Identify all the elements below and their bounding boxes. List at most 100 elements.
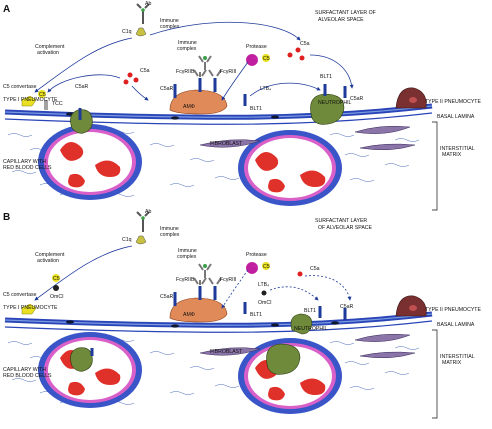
fcgriii-label: FcγRIII (220, 69, 236, 75)
neutrophil-left (70, 109, 93, 134)
receptor-icon (323, 84, 347, 98)
complement-arrow (34, 37, 133, 93)
surfactant-label: SURFACTANT LAYER (315, 218, 367, 224)
c5ar-label: C5aR (75, 84, 89, 90)
c5-icon (38, 90, 46, 98)
tcc-icon (44, 100, 48, 110)
protease-icon (246, 261, 258, 274)
complement-label: activation (37, 258, 59, 264)
capillary-label: RED BLOOD CELLS (3, 373, 52, 379)
interstitial-label: MATRIX (442, 360, 462, 366)
protease-icon (246, 53, 258, 66)
c5a-label: C5a (310, 266, 320, 272)
immune-complex-label: complex (177, 254, 197, 260)
c5-convertase-icon (21, 303, 37, 315)
protease-label: Protease (246, 44, 267, 50)
c5a-arrow (309, 54, 354, 89)
type2-label: TYPE II PNEUMOCYTE (425, 307, 481, 313)
capillary-label: CAPILLARY WITH (3, 367, 46, 373)
blt1-label: BLT1 (320, 74, 332, 80)
macrophage-label: AMΦ (183, 104, 195, 110)
c5a-molecules (123, 72, 139, 85)
omci-icon (53, 285, 59, 291)
ab-label: Ab (145, 209, 151, 215)
c5-icon (262, 262, 270, 270)
blt1-label: BLT1 (250, 106, 262, 112)
panel-b: B SURFACTANT LAYER OF ALVEOLAR SPACE Ab … (3, 209, 481, 418)
complement-arrow (34, 245, 133, 301)
immune-complex-label: Immune (160, 18, 179, 24)
immune-complex-label: Immune (160, 226, 179, 232)
immune-complex-label: Immune (178, 248, 197, 254)
ab-label: Ab (145, 1, 151, 7)
type2-label: TYPE II PNEUMOCYTE (425, 99, 481, 105)
c5-label: C5 (39, 92, 46, 98)
neutrophil-right (310, 93, 345, 125)
c5a-arrow (304, 275, 352, 301)
capillary-label: CAPILLARY WITH (3, 159, 46, 165)
panel-letter: A (3, 4, 10, 15)
c5-icon (52, 274, 60, 282)
complement-label: Complement (35, 252, 65, 258)
c5ar-label: C5aR (160, 294, 174, 300)
interstitial-label: INTERSTITIAL (440, 354, 475, 360)
c5ar-label: C5aR (160, 86, 174, 92)
c5-convertase-label: C5 convertase (3, 292, 37, 298)
blt1-label: BLT1 (304, 308, 316, 314)
basal-lamina-label: BASAL LAMINA (437, 114, 475, 120)
c5-label: C5 (53, 276, 60, 282)
fibroblast-label: FIBROBLAST (210, 141, 243, 147)
macrophage (169, 89, 228, 115)
c5-convertase-icon (21, 95, 37, 107)
c5a-label: C5a (300, 41, 310, 47)
c5a-molecules (287, 47, 305, 61)
macrophage (169, 297, 228, 323)
basal-lamina-label: BASAL LAMINA (437, 322, 475, 328)
ltb4-arrow (249, 82, 321, 97)
c1q-label: C1q (122, 237, 132, 243)
neutrophil-label: NEUTROPHIL (318, 100, 352, 106)
c5-convertase-label: C5 convertase (3, 84, 37, 90)
fcgriib-label: FcγRIIB (176, 277, 195, 283)
c5-label: C5 (263, 264, 270, 270)
surfactant-label: SURFACTANT LAYER OF (315, 10, 376, 16)
receptor-icon (173, 286, 217, 306)
fcgriib-label: FcγRIIB (176, 69, 195, 75)
c5a-label: C5a (140, 68, 150, 74)
c5ar-label: C5aR (340, 304, 354, 310)
interstitial-label: MATRIX (442, 152, 462, 158)
antibody-icon (193, 55, 222, 77)
immune-complex-label: complex (160, 24, 180, 30)
protease-arrow (221, 61, 249, 101)
c1q-icon (135, 235, 147, 245)
surfactant-label: ALVEOLAR SPACE (318, 17, 364, 23)
c5a-to-receptor-arrow (131, 85, 149, 101)
c5-icon (262, 54, 270, 62)
tcc-label: TCC (52, 101, 63, 107)
receptor-icon (173, 78, 217, 98)
immune-complex-label: complex (177, 46, 197, 52)
panel-a: A SURFACTANT LAYER OF ALVEOLAR SPACE Ab … (3, 1, 481, 210)
protease-label: Protease (246, 252, 267, 258)
c5ar-label: C5aR (350, 96, 364, 102)
neutrophil-left (70, 347, 93, 372)
omci-icon (261, 290, 267, 296)
c1q-to-c5a-arrow (149, 21, 301, 41)
macrophage-label: AMΦ (183, 312, 195, 318)
neutrophil-right (266, 343, 301, 375)
ltb4-arrow (269, 286, 319, 301)
immune-complex-label: complex (160, 232, 180, 238)
fcgriii-label: FcγRIII (220, 277, 236, 283)
receptor-icon (318, 306, 347, 320)
type1-label: TYPE I PNEUMOCYTE (3, 97, 58, 103)
neutrophil-label: NEUTROPHIL (294, 326, 328, 332)
antibody-icon (193, 263, 222, 285)
c1q-label: C1q (122, 29, 132, 35)
c5a-arrow (47, 74, 121, 93)
blt1-label: BLT1 (250, 312, 262, 318)
c5a-molecules (297, 271, 303, 277)
interstitial-label: INTERSTITIAL (440, 146, 475, 152)
fibroblast-label: FIBROBLAST (210, 349, 243, 355)
